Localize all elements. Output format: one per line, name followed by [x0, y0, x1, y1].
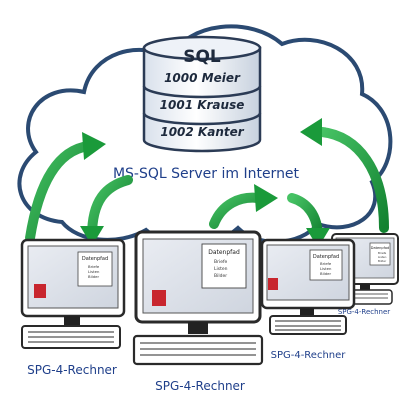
record-3: 1002 Kanter [160, 125, 244, 139]
arrow-right-mid-icon [287, 193, 330, 248]
computer-label-4: SPG-4-Rechner [338, 308, 390, 316]
file-item: Listen [320, 266, 332, 271]
app-icon [268, 278, 278, 290]
file-title-2: Datenpfad [208, 249, 240, 256]
app-icon [152, 290, 166, 306]
computer-3: Datenpfad Briefe Listen Bilder SPG-4-Rec… [260, 238, 356, 361]
file-item: Bilder [88, 274, 99, 279]
file-title-4: Datenpfad [371, 246, 389, 250]
record-1: 1000 Meier [164, 71, 241, 85]
file-item: Listen [378, 255, 387, 259]
file-item: Briefe [214, 259, 228, 265]
server-label: MS-SQL Server im Internet [113, 166, 300, 182]
computer-2: Datenpfad Briefe Listen Bilder SPG-4-Rec… [132, 230, 264, 393]
arrow-up-left-icon [25, 132, 106, 243]
file-item: Bilder [378, 259, 387, 263]
file-item: Bilder [320, 271, 331, 276]
app-icon [34, 284, 46, 298]
computer-1: Datenpfad Briefe Listen Bilder SPG-4-Rec… [20, 238, 126, 377]
computer-label-1: SPG-4-Rechner [27, 363, 117, 377]
database-title: SQL [183, 47, 221, 67]
sql-database-icon [142, 35, 262, 153]
file-item: Briefe [378, 251, 387, 255]
computer-label-3: SPG-4-Rechner [271, 350, 347, 361]
file-item: Briefe [88, 264, 100, 269]
file-item: Listen [214, 266, 228, 272]
file-title-3: Datenpfad [313, 254, 339, 260]
file-item: Listen [88, 269, 100, 274]
record-2: 1001 Krause [160, 98, 245, 112]
arrow-down-left-icon [80, 175, 133, 246]
arrow-center-icon [209, 184, 278, 229]
file-item: Bilder [214, 273, 227, 279]
arrow-up-right-icon [300, 118, 389, 233]
computer-label-2: SPG-4-Rechner [155, 379, 245, 393]
file-item: Briefe [320, 261, 332, 266]
file-title-1: Datenpfad [82, 256, 108, 262]
